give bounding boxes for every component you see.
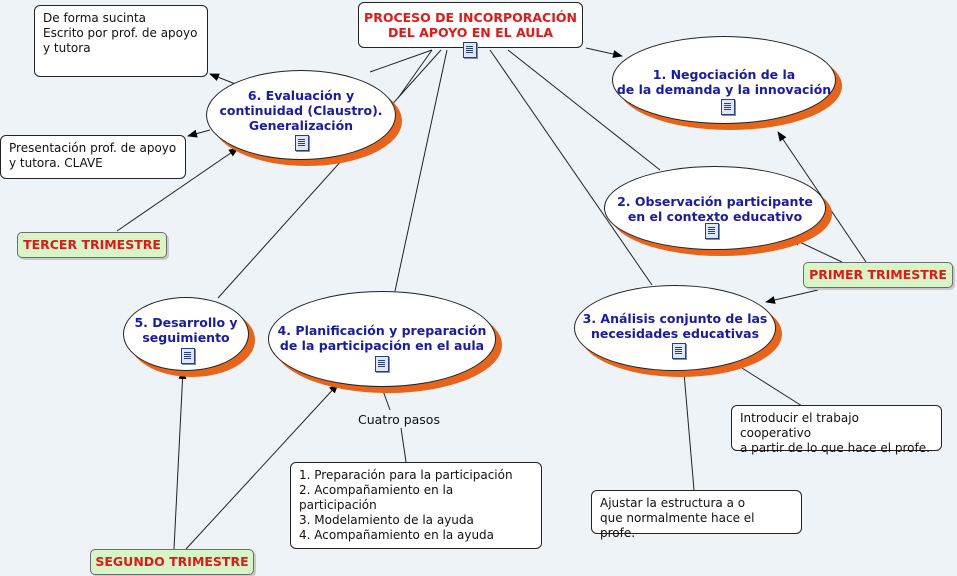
pasos-label: Cuatro pasos [358,412,440,427]
node-negociacion-label: 1. Negociación de la de la demanda y la … [616,67,832,97]
main-title-box: PROCESO DE INCORPORACIÓN DEL APOYO EN EL… [358,2,583,58]
link-primer-n3 [765,289,819,304]
note-evaluacion-detalle: De forma sucinta Escrito por prof. de ap… [34,5,208,77]
pasos-list: 1. Preparación para la participación 2. … [290,462,542,549]
main-title: PROCESO DE INCORPORACIÓN DEL APOYO EN EL… [364,10,577,40]
link-title-n6a [369,49,433,73]
link-tercer-n6 [116,147,239,232]
link-title-n4 [394,49,448,292]
link-segundo-n4 [185,383,339,550]
document-icon[interactable] [721,99,735,115]
pasos-ordered-list: 1. Preparación para la participación 2. … [299,468,533,543]
document-icon[interactable] [705,223,719,239]
node-observacion-label: 2. Observación participante en el contex… [617,194,813,224]
node-observacion[interactable]: 2. Observación participante en el contex… [604,166,826,250]
link-segundo-n5 [173,369,187,550]
note-cooperativo: Introducir el trabajo cooperativo a part… [731,405,942,455]
node-planificacion-label: 4. Planificación y preparación de la par… [277,323,487,353]
node-evaluacion[interactable]: 6. Evaluación y continuidad (Claustro). … [206,70,396,160]
link-n6-note2 [187,129,211,138]
link-n3-cooperativo [741,367,803,407]
node-negociacion[interactable]: 1. Negociación de la de la demanda y la … [612,36,836,124]
document-icon[interactable] [181,348,195,364]
node-evaluacion-label: 6. Evaluación y continuidad (Claustro). … [219,88,383,133]
link-title-n2 [507,49,661,171]
document-icon[interactable] [672,343,686,359]
link-title-n6b [397,49,433,99]
paso-item: 1. Preparación para la participación [299,468,513,482]
tag-primer-trimestre[interactable]: PRIMER TRIMESTRE [803,262,953,288]
paso-item: 3. Modelamiento de la ayuda [299,513,474,527]
link-title-n5 [217,49,442,299]
link-primer-n2 [790,237,843,263]
node-desarrollo[interactable]: 5. Desarrollo y seguimiento [123,297,249,371]
document-icon[interactable] [295,135,309,151]
document-icon[interactable] [463,42,477,58]
node-planificacion[interactable]: 4. Planificación y preparación de la par… [268,291,496,387]
tag-segundo-trimestre[interactable]: SEGUNDO TRIMESTRE [90,549,254,575]
link-title-n1 [585,47,623,58]
tag-tercer-trimestre[interactable]: TERCER TRIMESTRE [17,232,167,258]
node-desarrollo-label: 5. Desarrollo y seguimiento [134,315,238,345]
note-estructura: Ajustar la estructura a o que normalment… [591,490,802,540]
link-title-n3 [489,49,653,286]
link-label-pasos [400,427,407,463]
document-icon[interactable] [375,356,389,372]
link-n4-label [381,387,391,411]
node-analisis[interactable]: 3. Análisis conjunto de las necesidades … [574,285,776,371]
node-analisis-label: 3. Análisis conjunto de las necesidades … [582,311,768,341]
paso-item: 2. Acompañamiento en la participación [299,483,454,512]
link-n3-estructura [683,372,695,491]
note-presentacion: Presentación prof. de apoyo y tutora. CL… [0,135,186,179]
paso-item: 4. Acompañamiento en la ayuda [299,528,495,542]
